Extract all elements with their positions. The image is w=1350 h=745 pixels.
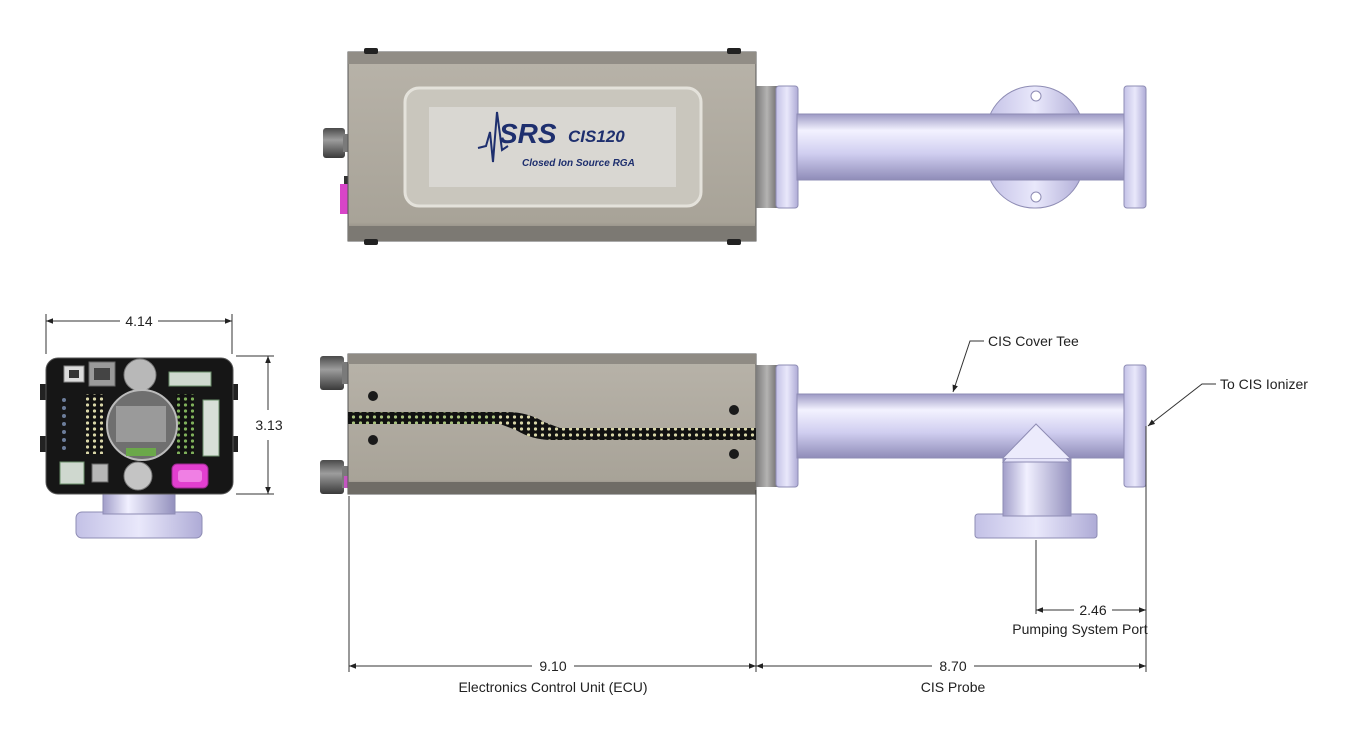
- top-probe-tube: [796, 113, 1128, 181]
- label-ecu: Electronics Control Unit (ECU): [458, 679, 647, 695]
- side-flange-left: [775, 364, 799, 488]
- label-ionizer: To CIS Ionizer: [1220, 376, 1308, 392]
- dim-width: 4.14: [125, 313, 152, 329]
- end-view: [40, 357, 238, 539]
- top-connector-magenta: [340, 184, 350, 214]
- side-mount-ring: [756, 365, 778, 487]
- top-mount-ring: [756, 86, 778, 208]
- label-cover-tee: CIS Cover Tee: [988, 333, 1079, 349]
- top-flange-left: [775, 85, 799, 209]
- logo-brand: SRS: [499, 118, 557, 149]
- header-connector-icon: [168, 371, 212, 387]
- label-probe: CIS Probe: [921, 679, 986, 695]
- terminal-block-icon: [202, 399, 220, 457]
- side-knob-top: [320, 356, 344, 390]
- pump-port-neck: [1002, 457, 1072, 517]
- side-flange-right: [1123, 364, 1147, 488]
- side-knob-bottom: [320, 460, 344, 494]
- srs-waveform-icon: [477, 111, 509, 163]
- dimension-lines: [45, 314, 1216, 672]
- pump-port-flange: [974, 513, 1098, 539]
- dim-ecu-length: 9.10: [539, 658, 566, 674]
- dim-height: 3.13: [255, 417, 282, 433]
- dim-port-offset: 2.46: [1079, 602, 1106, 618]
- top-flange-right: [1123, 85, 1147, 209]
- side-view: [320, 353, 1147, 539]
- top-view: SRS CIS120 Closed Ion Source RGA: [323, 48, 1147, 245]
- bottom-mid-connector: [91, 463, 109, 483]
- logo-tagline: Closed Ion Source RGA: [522, 158, 635, 169]
- label-pumping-port: Pumping System Port: [1012, 621, 1147, 637]
- rear-knob-icon: [123, 358, 157, 392]
- top-knob: [323, 128, 345, 158]
- dim-probe-length: 8.70: [939, 658, 966, 674]
- side-probe-tube: [796, 393, 1128, 459]
- bottom-left-connector: [59, 461, 85, 485]
- logo-model: CIS120: [568, 127, 625, 146]
- status-leds: [62, 398, 66, 450]
- end-flange-base: [75, 511, 203, 539]
